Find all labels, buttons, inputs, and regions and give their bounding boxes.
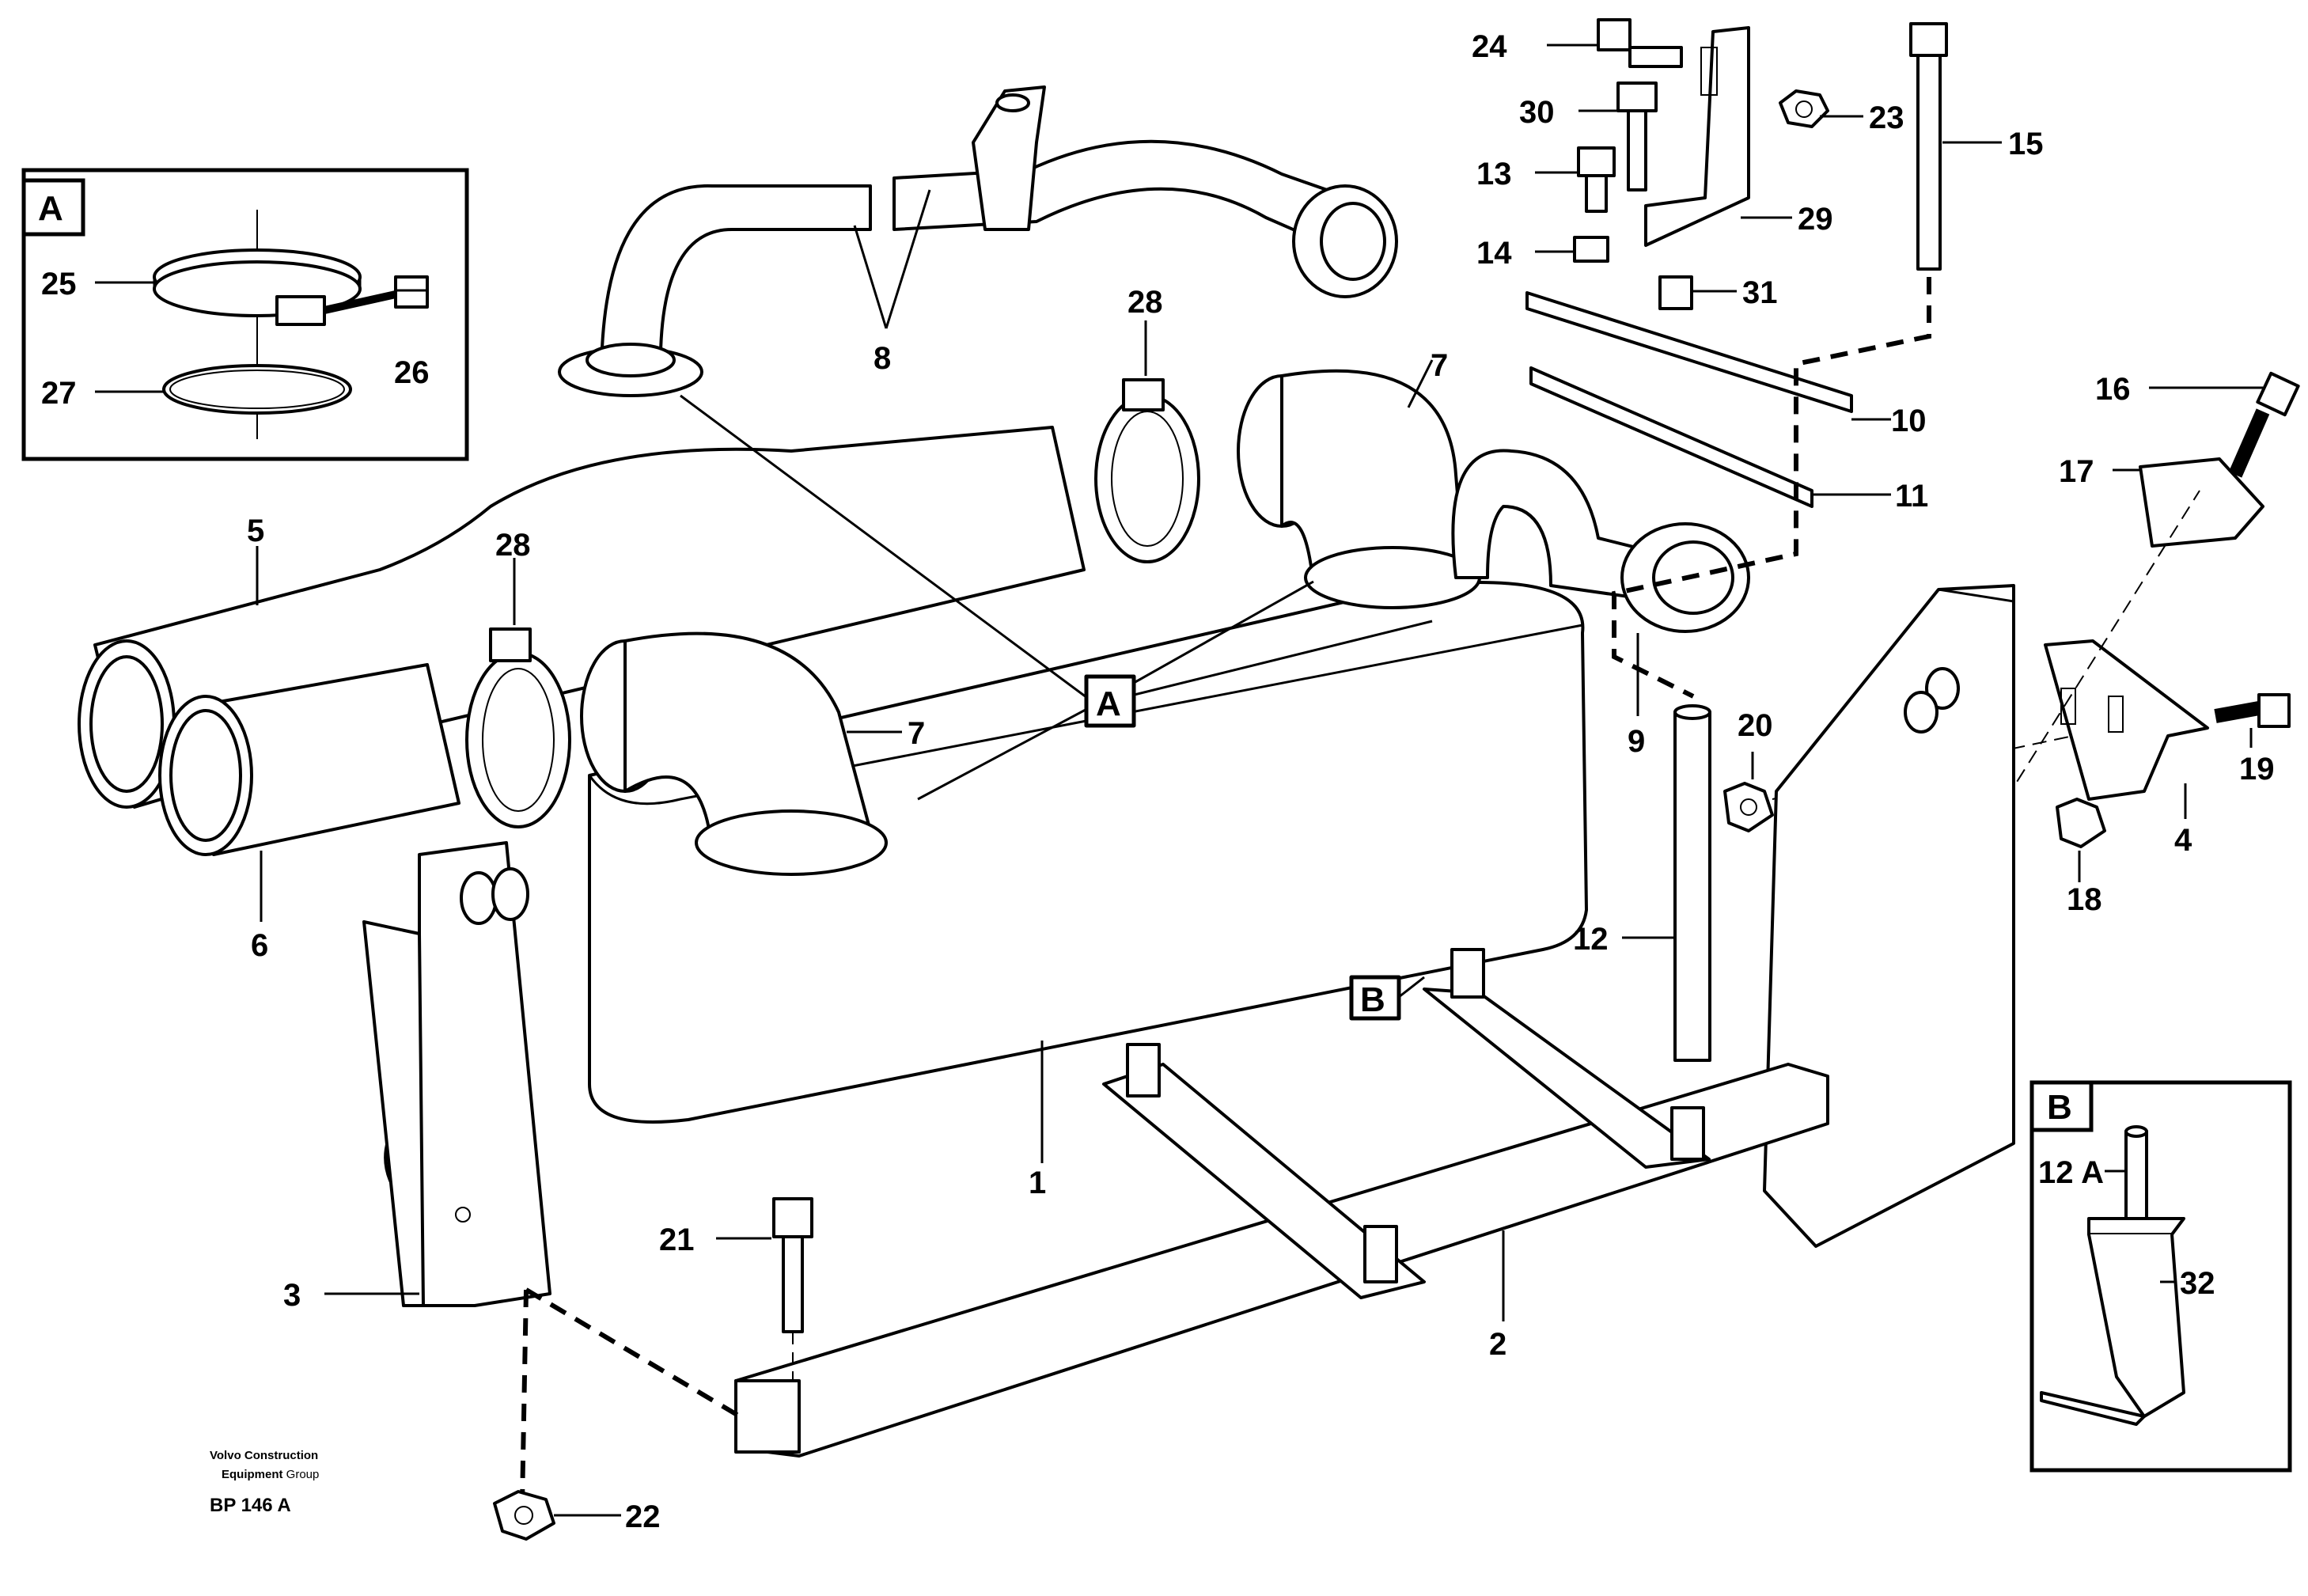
bolt-15 bbox=[1909, 22, 1948, 271]
tail-pipe-6 bbox=[158, 663, 460, 856]
reference-b-marker: B bbox=[1349, 975, 1425, 1021]
nut-20 bbox=[1723, 782, 1774, 832]
callout-12: 12 bbox=[1573, 922, 1609, 957]
callout-28-front: 28 bbox=[495, 528, 531, 563]
callout-11: 11 bbox=[1895, 479, 1928, 514]
detail-a-label: A bbox=[38, 189, 63, 228]
company-line-1: Volvo Construction bbox=[210, 1449, 318, 1462]
detail-b-label: B bbox=[2047, 1088, 2072, 1127]
strap-10 bbox=[1525, 291, 1853, 413]
callout-19: 19 bbox=[2239, 752, 2275, 787]
callout-4: 4 bbox=[2174, 823, 2192, 858]
bolt-13 bbox=[1577, 146, 1616, 213]
nut-23 bbox=[1779, 89, 1829, 128]
detail-box-b: B 12 A 32 bbox=[2029, 1080, 2292, 1473]
callout-13: 13 bbox=[1476, 157, 1512, 191]
callout-31: 31 bbox=[1742, 275, 1778, 310]
callout-29: 29 bbox=[1798, 202, 1833, 237]
inlet-pipe bbox=[1451, 449, 1750, 633]
callout-18: 18 bbox=[2067, 882, 2102, 917]
callout-14: 14 bbox=[1476, 236, 1512, 271]
hose-clamp bbox=[153, 248, 362, 326]
callout-1: 1 bbox=[1029, 1166, 1046, 1200]
callout-20: 20 bbox=[1738, 708, 1773, 743]
nut-22 bbox=[493, 1490, 555, 1541]
reference-a-marker: A bbox=[680, 394, 1433, 801]
callout-16: 16 bbox=[2095, 372, 2131, 407]
reference-a-label: A bbox=[1096, 684, 1121, 723]
clamp-28-front bbox=[465, 627, 571, 828]
spacer-12a bbox=[2124, 1130, 2148, 1228]
callout-22: 22 bbox=[625, 1499, 661, 1534]
support-plate-left bbox=[362, 841, 551, 1307]
footer-block: Volvo Construction Equipment Group BP 14… bbox=[210, 1449, 319, 1516]
callout-8: 8 bbox=[874, 341, 891, 376]
strap-11 bbox=[1529, 366, 1813, 508]
callout-21: 21 bbox=[659, 1223, 695, 1257]
bolt-24 bbox=[1597, 18, 1683, 68]
frame-2 bbox=[734, 948, 1829, 1458]
callout-7-rear: 7 bbox=[1431, 348, 1448, 383]
callout-30: 30 bbox=[1519, 95, 1555, 130]
muffler-body bbox=[588, 581, 1588, 1124]
bolt-21 bbox=[772, 1197, 813, 1333]
bolt-19 bbox=[2214, 693, 2291, 728]
clamp-block-17 bbox=[2139, 457, 2264, 548]
o-ring bbox=[162, 364, 352, 415]
elbow-rear bbox=[1237, 369, 1481, 609]
callout-28-rear: 28 bbox=[1127, 285, 1163, 320]
support-plate-right bbox=[1763, 584, 2015, 1248]
callout-7-front: 7 bbox=[908, 716, 925, 751]
bracket-4 bbox=[2044, 639, 2209, 801]
callout-24: 24 bbox=[1472, 29, 1507, 64]
spacer-12 bbox=[1673, 704, 1711, 1062]
company-line-2-bold: Equipment bbox=[222, 1468, 283, 1481]
callout-23: 23 bbox=[1869, 100, 1904, 135]
callout-10: 10 bbox=[1891, 404, 1927, 438]
company-line-2: Equipment Group bbox=[222, 1468, 319, 1481]
callout-25: 25 bbox=[41, 267, 77, 301]
nut-18 bbox=[2056, 798, 2106, 848]
nut-14 bbox=[1573, 236, 1609, 263]
bolt-16 bbox=[2228, 371, 2300, 478]
callout-6: 6 bbox=[251, 928, 268, 963]
callout-32: 32 bbox=[2180, 1266, 2215, 1301]
callout-12a: 12 A bbox=[2038, 1155, 2104, 1190]
spacer-31 bbox=[1658, 275, 1693, 310]
clamp-28-rear bbox=[1094, 378, 1200, 563]
bolt-30 bbox=[1616, 82, 1658, 191]
callout-9: 9 bbox=[1628, 724, 1645, 759]
reference-b-label: B bbox=[1360, 980, 1385, 1019]
pipe-bracket bbox=[972, 85, 1046, 231]
clamp-screw bbox=[323, 275, 429, 314]
callout-27: 27 bbox=[41, 376, 77, 411]
callout-5: 5 bbox=[247, 514, 264, 548]
elbow-front bbox=[580, 631, 888, 876]
drawing-code: BP 146 A bbox=[210, 1495, 291, 1516]
company-line-2-rest: Group bbox=[283, 1468, 320, 1481]
callout-2: 2 bbox=[1489, 1327, 1506, 1362]
callout-3: 3 bbox=[283, 1278, 301, 1313]
detail-box-a: A 25 26 27 bbox=[21, 168, 469, 461]
bracket-29 bbox=[1644, 26, 1750, 247]
callout-17: 17 bbox=[2059, 454, 2094, 489]
callout-26: 26 bbox=[394, 355, 430, 390]
bracket-32 bbox=[2087, 1217, 2185, 1236]
exhaust-pipe-top bbox=[558, 85, 1398, 397]
callout-15: 15 bbox=[2008, 127, 2044, 161]
